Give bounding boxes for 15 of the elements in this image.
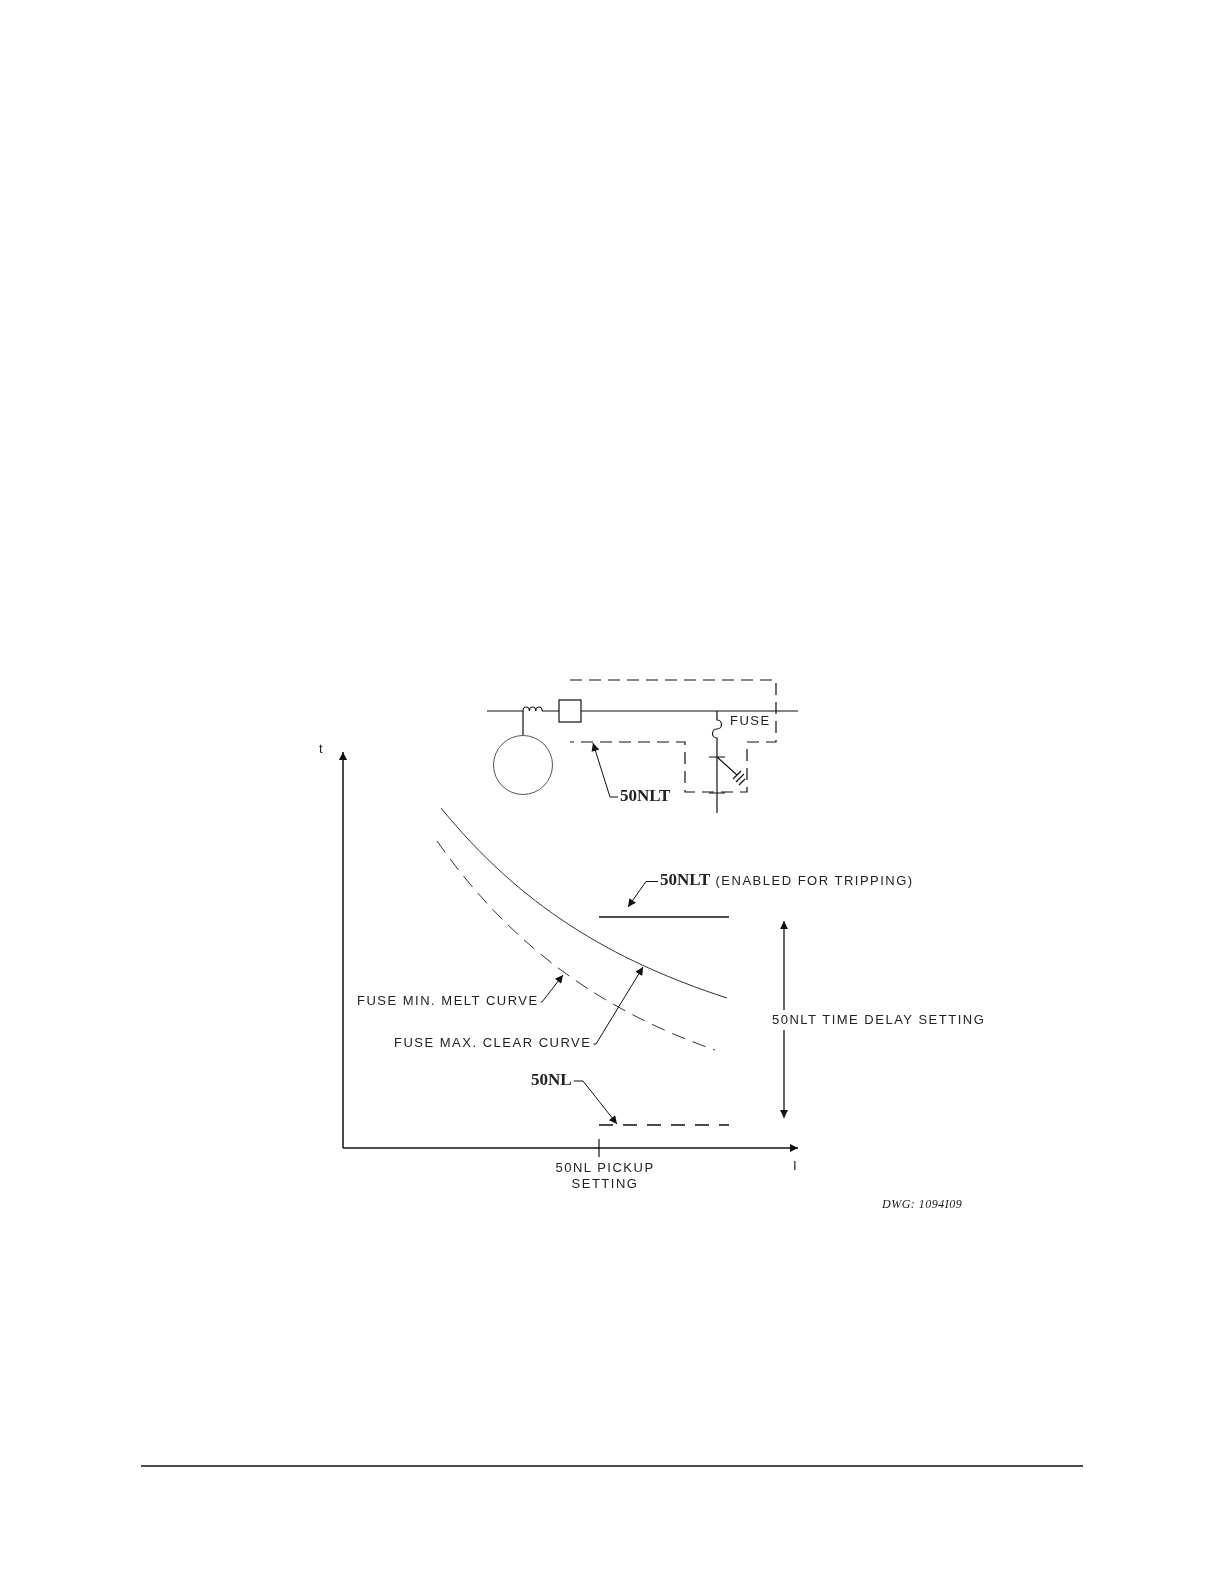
- callout-text: 50NLT: [620, 788, 671, 804]
- leader-line: [573, 1080, 618, 1125]
- callout-text: FUSE MAX. CLEAR CURVE: [394, 1035, 592, 1051]
- callout-text: FUSE MIN. MELT CURVE: [357, 993, 539, 1009]
- leader-line: [591, 742, 619, 798]
- tick-label: 50NL PICKUP SETTING: [554, 1160, 656, 1192]
- drawing-number: DWG: 1094I09: [882, 1196, 963, 1212]
- leader-line: [627, 881, 659, 908]
- part-label: FUSE: [730, 713, 771, 729]
- axis-label: I: [793, 1158, 799, 1174]
- leader-line: [540, 974, 564, 1003]
- callout-text: 50NLT (ENABLED FOR TRIPPING): [660, 872, 914, 889]
- leader-line: [592, 966, 644, 1045]
- callout-text: 50NL: [531, 1072, 572, 1088]
- axis-label: t: [319, 741, 325, 757]
